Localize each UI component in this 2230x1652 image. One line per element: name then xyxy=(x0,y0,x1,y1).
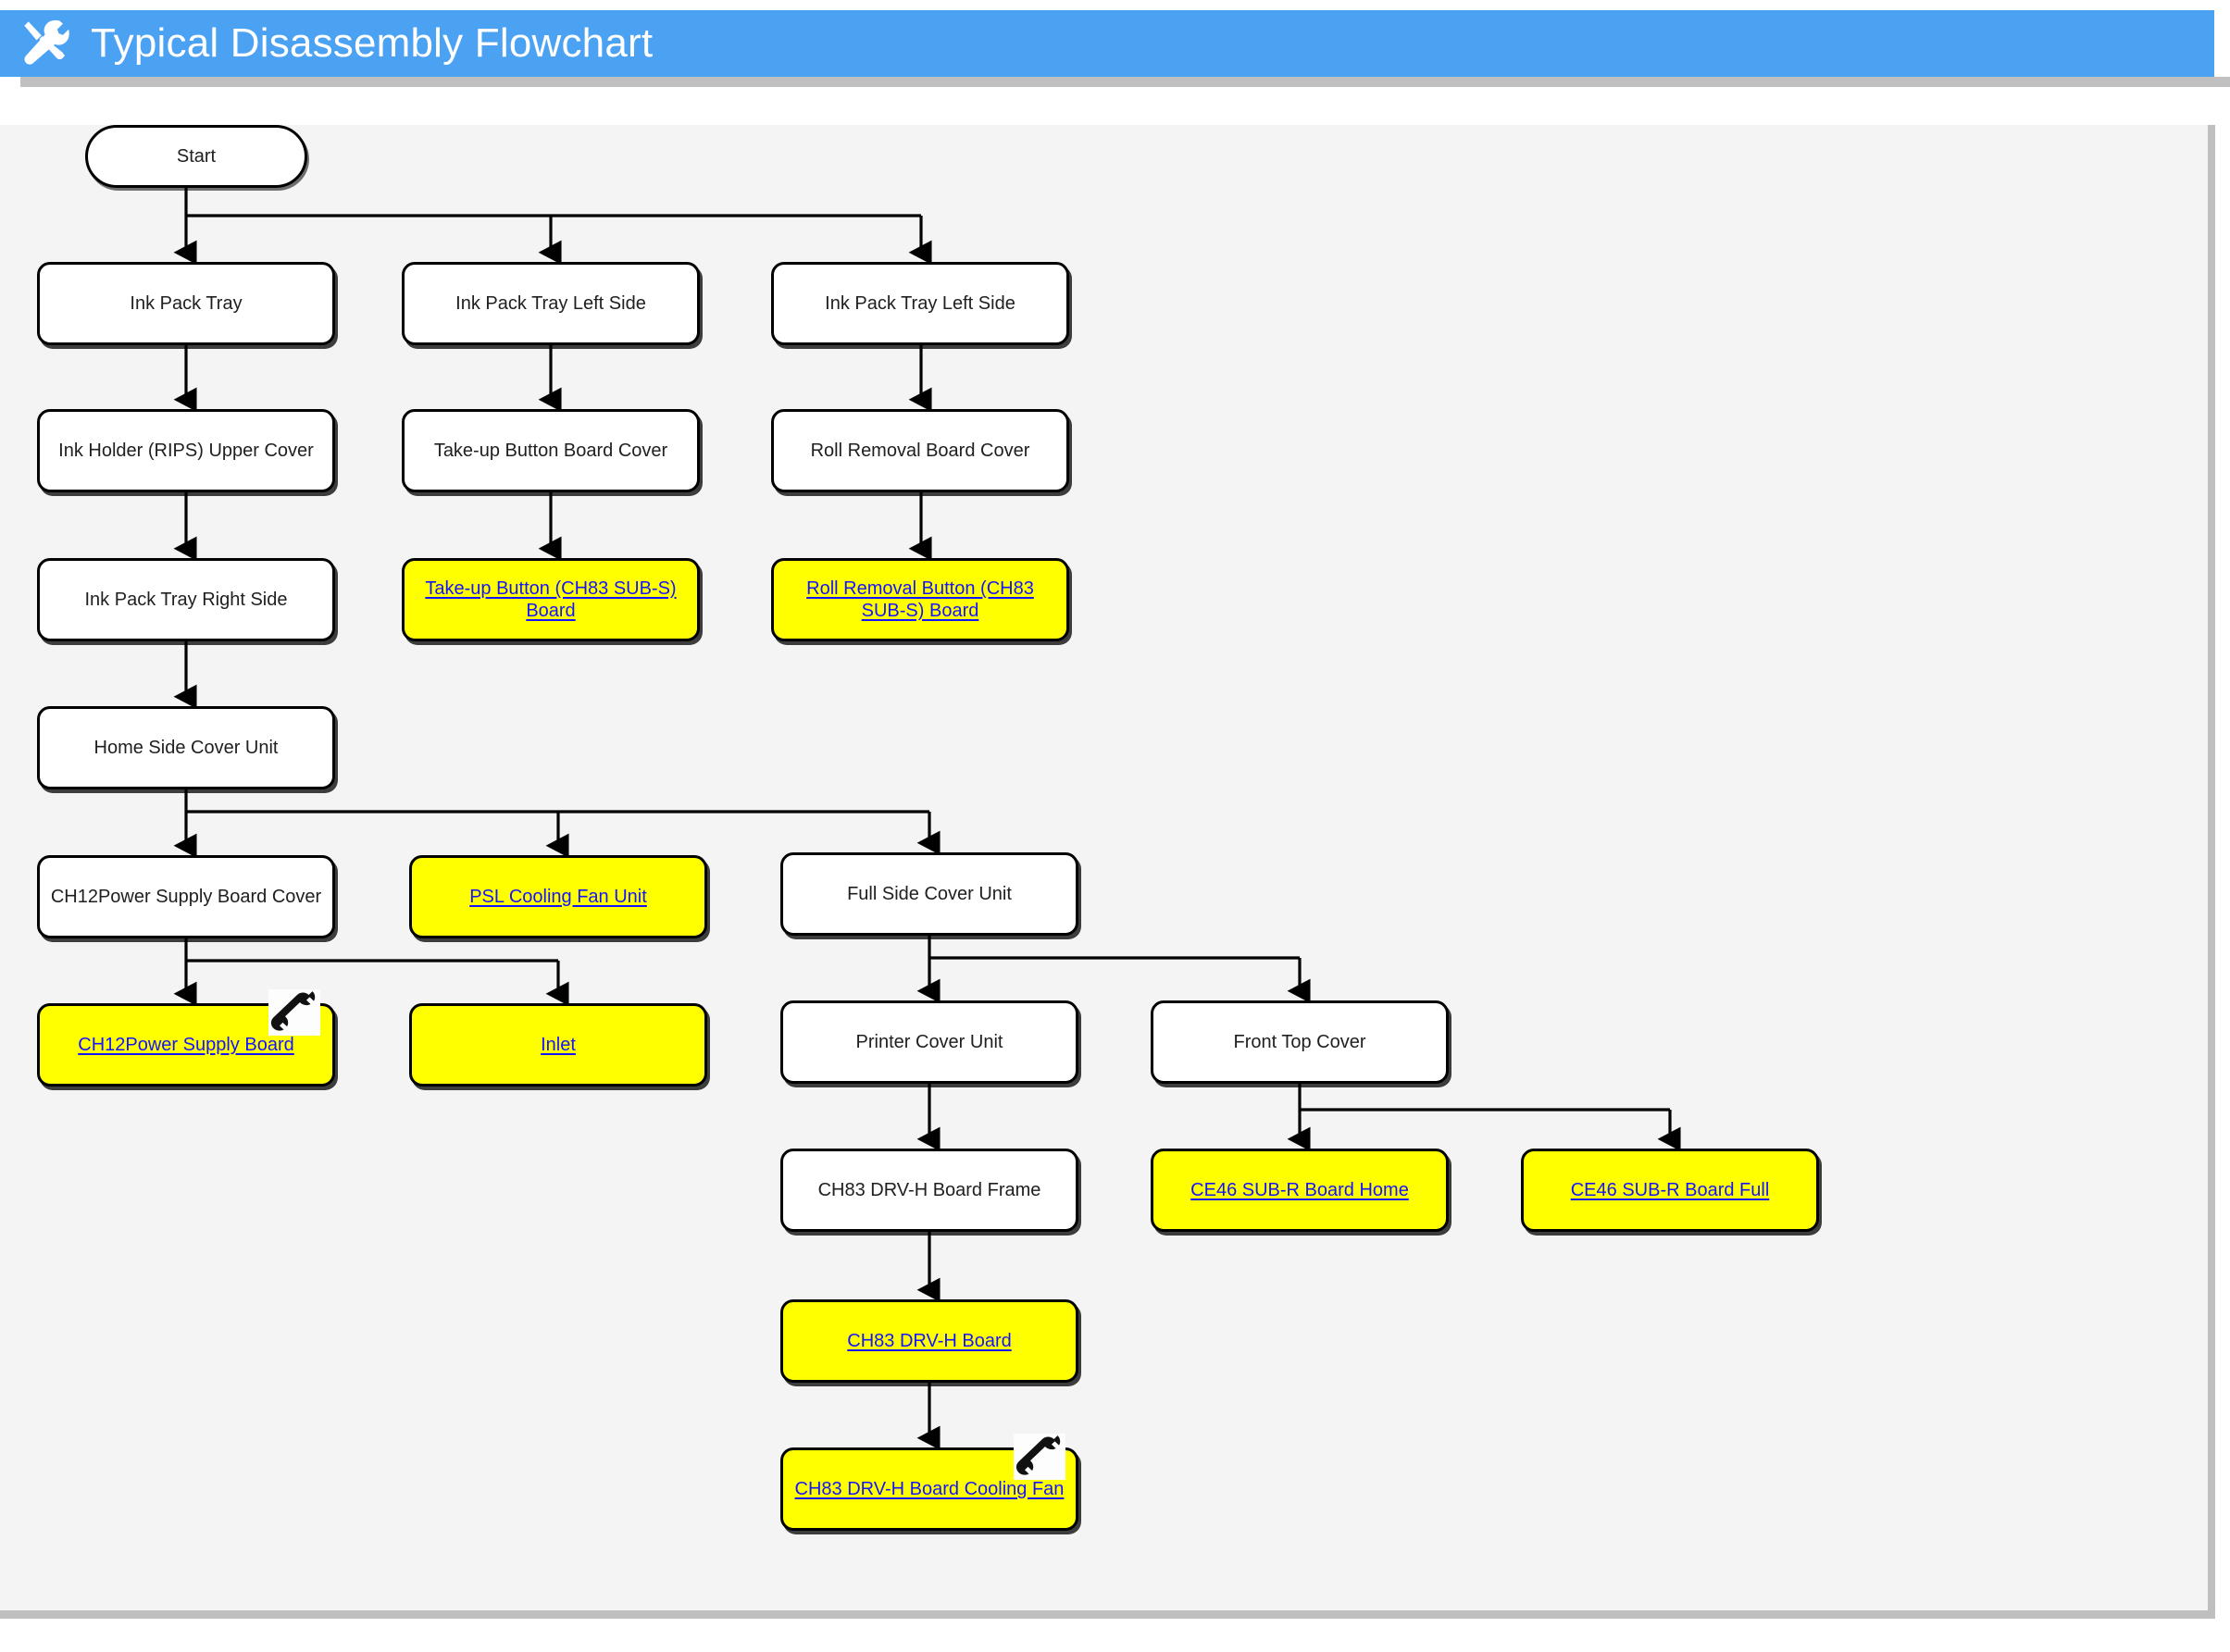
node-label: CH12Power Supply Board xyxy=(78,1035,294,1055)
node-label: Ink Pack Tray Left Side xyxy=(825,293,1015,314)
node-take-up-button-ch83-sub-s-board[interactable]: Take-up Button (CH83 SUB-S) Board xyxy=(402,558,700,641)
node-printer-cover-unit[interactable]: Printer Cover Unit xyxy=(780,1000,1078,1084)
node-ch12power-supply-board[interactable]: CH12Power Supply Board xyxy=(37,1003,335,1087)
canvas-right-border xyxy=(2208,125,2215,1616)
node-ch83-drv-h-board[interactable]: CH83 DRV-H Board xyxy=(780,1299,1078,1383)
node-take-up-button-board-cover[interactable]: Take-up Button Board Cover xyxy=(402,409,700,492)
node-label: Start xyxy=(176,146,217,167)
node-ce46-sub-r-board-home[interactable]: CE46 SUB-R Board Home xyxy=(1151,1149,1449,1232)
header-shadow xyxy=(20,77,2230,87)
node-label: CE46 SUB-R Board Full xyxy=(1570,1180,1770,1200)
node-label: CE46 SUB-R Board Home xyxy=(1190,1180,1409,1200)
node-ink-pack-tray-right-side[interactable]: Ink Pack Tray Right Side xyxy=(37,558,335,641)
canvas-bottom-border xyxy=(0,1610,2215,1619)
node-label: Inlet xyxy=(541,1035,576,1055)
node-full-side-cover-unit[interactable]: Full Side Cover Unit xyxy=(780,852,1078,936)
node-label: CH83 DRV-H Board Frame xyxy=(817,1180,1041,1200)
node-label: PSL Cooling Fan Unit xyxy=(469,887,647,907)
node-label: Full Side Cover Unit xyxy=(847,884,1012,904)
node-home-side-cover-unit[interactable]: Home Side Cover Unit xyxy=(37,706,335,789)
wrench-icon xyxy=(1014,1434,1065,1480)
node-ink-pack-tray-left-side-1[interactable]: Ink Pack Tray Left Side xyxy=(402,262,700,345)
node-ce46-sub-r-board-full[interactable]: CE46 SUB-R Board Full xyxy=(1521,1149,1819,1232)
wrench-screwdriver-icon xyxy=(24,19,69,65)
node-label: Take-up Button Board Cover xyxy=(433,441,668,461)
node-label: CH12Power Supply Board Cover xyxy=(50,887,322,907)
node-ink-pack-tray-left-side-2[interactable]: Ink Pack Tray Left Side xyxy=(771,262,1069,345)
node-label: Ink Pack Tray xyxy=(130,293,243,314)
node-psl-cooling-fan-unit[interactable]: PSL Cooling Fan Unit xyxy=(409,855,707,938)
node-label: Home Side Cover Unit xyxy=(93,738,279,758)
node-start[interactable]: Start xyxy=(85,125,307,188)
node-front-top-cover[interactable]: Front Top Cover xyxy=(1151,1000,1449,1084)
node-label: Printer Cover Unit xyxy=(855,1032,1003,1052)
node-label: Take-up Button (CH83 SUB-S) Board xyxy=(425,578,677,621)
node-label: CH83 DRV-H Board Cooling Fan xyxy=(794,1479,1065,1499)
wrench-icon xyxy=(268,989,320,1036)
node-label: CH83 DRV-H Board xyxy=(847,1331,1012,1351)
node-label: Roll Removal Button (CH83 SUB-S) Board xyxy=(806,578,1034,621)
node-ink-holder-rips-upper-cover[interactable]: Ink Holder (RIPS) Upper Cover xyxy=(37,409,335,492)
flowchart-canvas: Start Ink Pack Tray Ink Pack Tray Left S… xyxy=(0,125,2208,1610)
node-roll-removal-button-ch83-sub-s-board[interactable]: Roll Removal Button (CH83 SUB-S) Board xyxy=(771,558,1069,641)
node-ch83-drv-h-board-frame[interactable]: CH83 DRV-H Board Frame xyxy=(780,1149,1078,1232)
page-title: Typical Disassembly Flowchart xyxy=(91,20,654,66)
node-inlet[interactable]: Inlet xyxy=(409,1003,707,1087)
node-roll-removal-board-cover[interactable]: Roll Removal Board Cover xyxy=(771,409,1069,492)
node-label: Ink Holder (RIPS) Upper Cover xyxy=(58,441,314,461)
node-label: Roll Removal Board Cover xyxy=(810,441,1030,461)
node-label: Front Top Cover xyxy=(1233,1032,1366,1052)
node-label: Ink Pack Tray Right Side xyxy=(84,590,288,610)
node-ink-pack-tray[interactable]: Ink Pack Tray xyxy=(37,262,335,345)
app-header: Typical Disassembly Flowchart xyxy=(0,10,2214,77)
node-label: Ink Pack Tray Left Side xyxy=(455,293,646,314)
node-ch12power-supply-board-cover[interactable]: CH12Power Supply Board Cover xyxy=(37,855,335,938)
